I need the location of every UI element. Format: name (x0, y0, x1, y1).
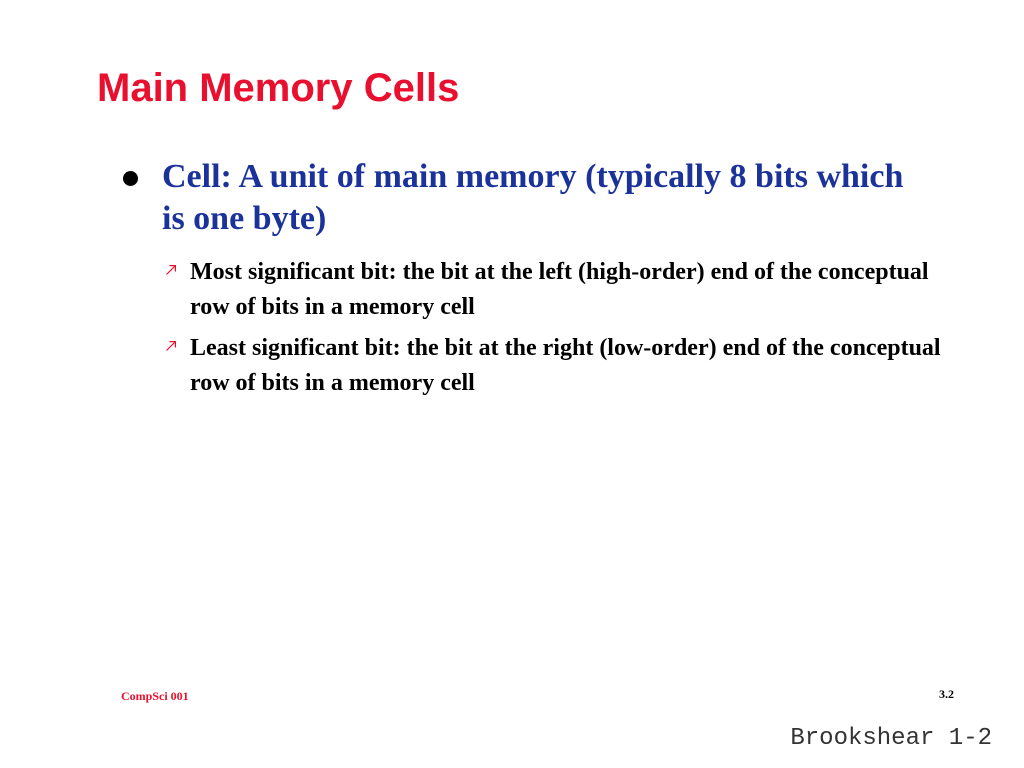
footer-course-label: CompSci 001 (121, 689, 189, 703)
bullet-item-cell: Cell: A unit of main memory (typically 8… (120, 156, 941, 401)
bullet-text: Cell: A unit of main memory (typically 8… (162, 158, 904, 237)
footer-slide-number: 3.2 (939, 687, 954, 701)
filled-circle-bullet-icon (123, 171, 138, 186)
bullet-list: Cell: A unit of main memory (typically 8… (120, 156, 941, 401)
arrow-up-right-icon (166, 265, 176, 275)
sub-bullet-list: Most significant bit: the bit at the lef… (162, 255, 941, 401)
image-caption: Brookshear 1-2 (790, 725, 992, 752)
sub-bullet-text: Least significant bit: the bit at the ri… (190, 335, 941, 396)
sub-bullet-text: Most significant bit: the bit at the lef… (190, 259, 929, 320)
sub-bullet-item-most-significant-bit: Most significant bit: the bit at the lef… (146, 255, 929, 325)
sub-bullet-item-least-significant-bit: Least significant bit: the bit at the ri… (146, 331, 941, 401)
arrow-up-right-icon (166, 341, 176, 351)
slide-title: Main Memory Cells (97, 66, 460, 110)
